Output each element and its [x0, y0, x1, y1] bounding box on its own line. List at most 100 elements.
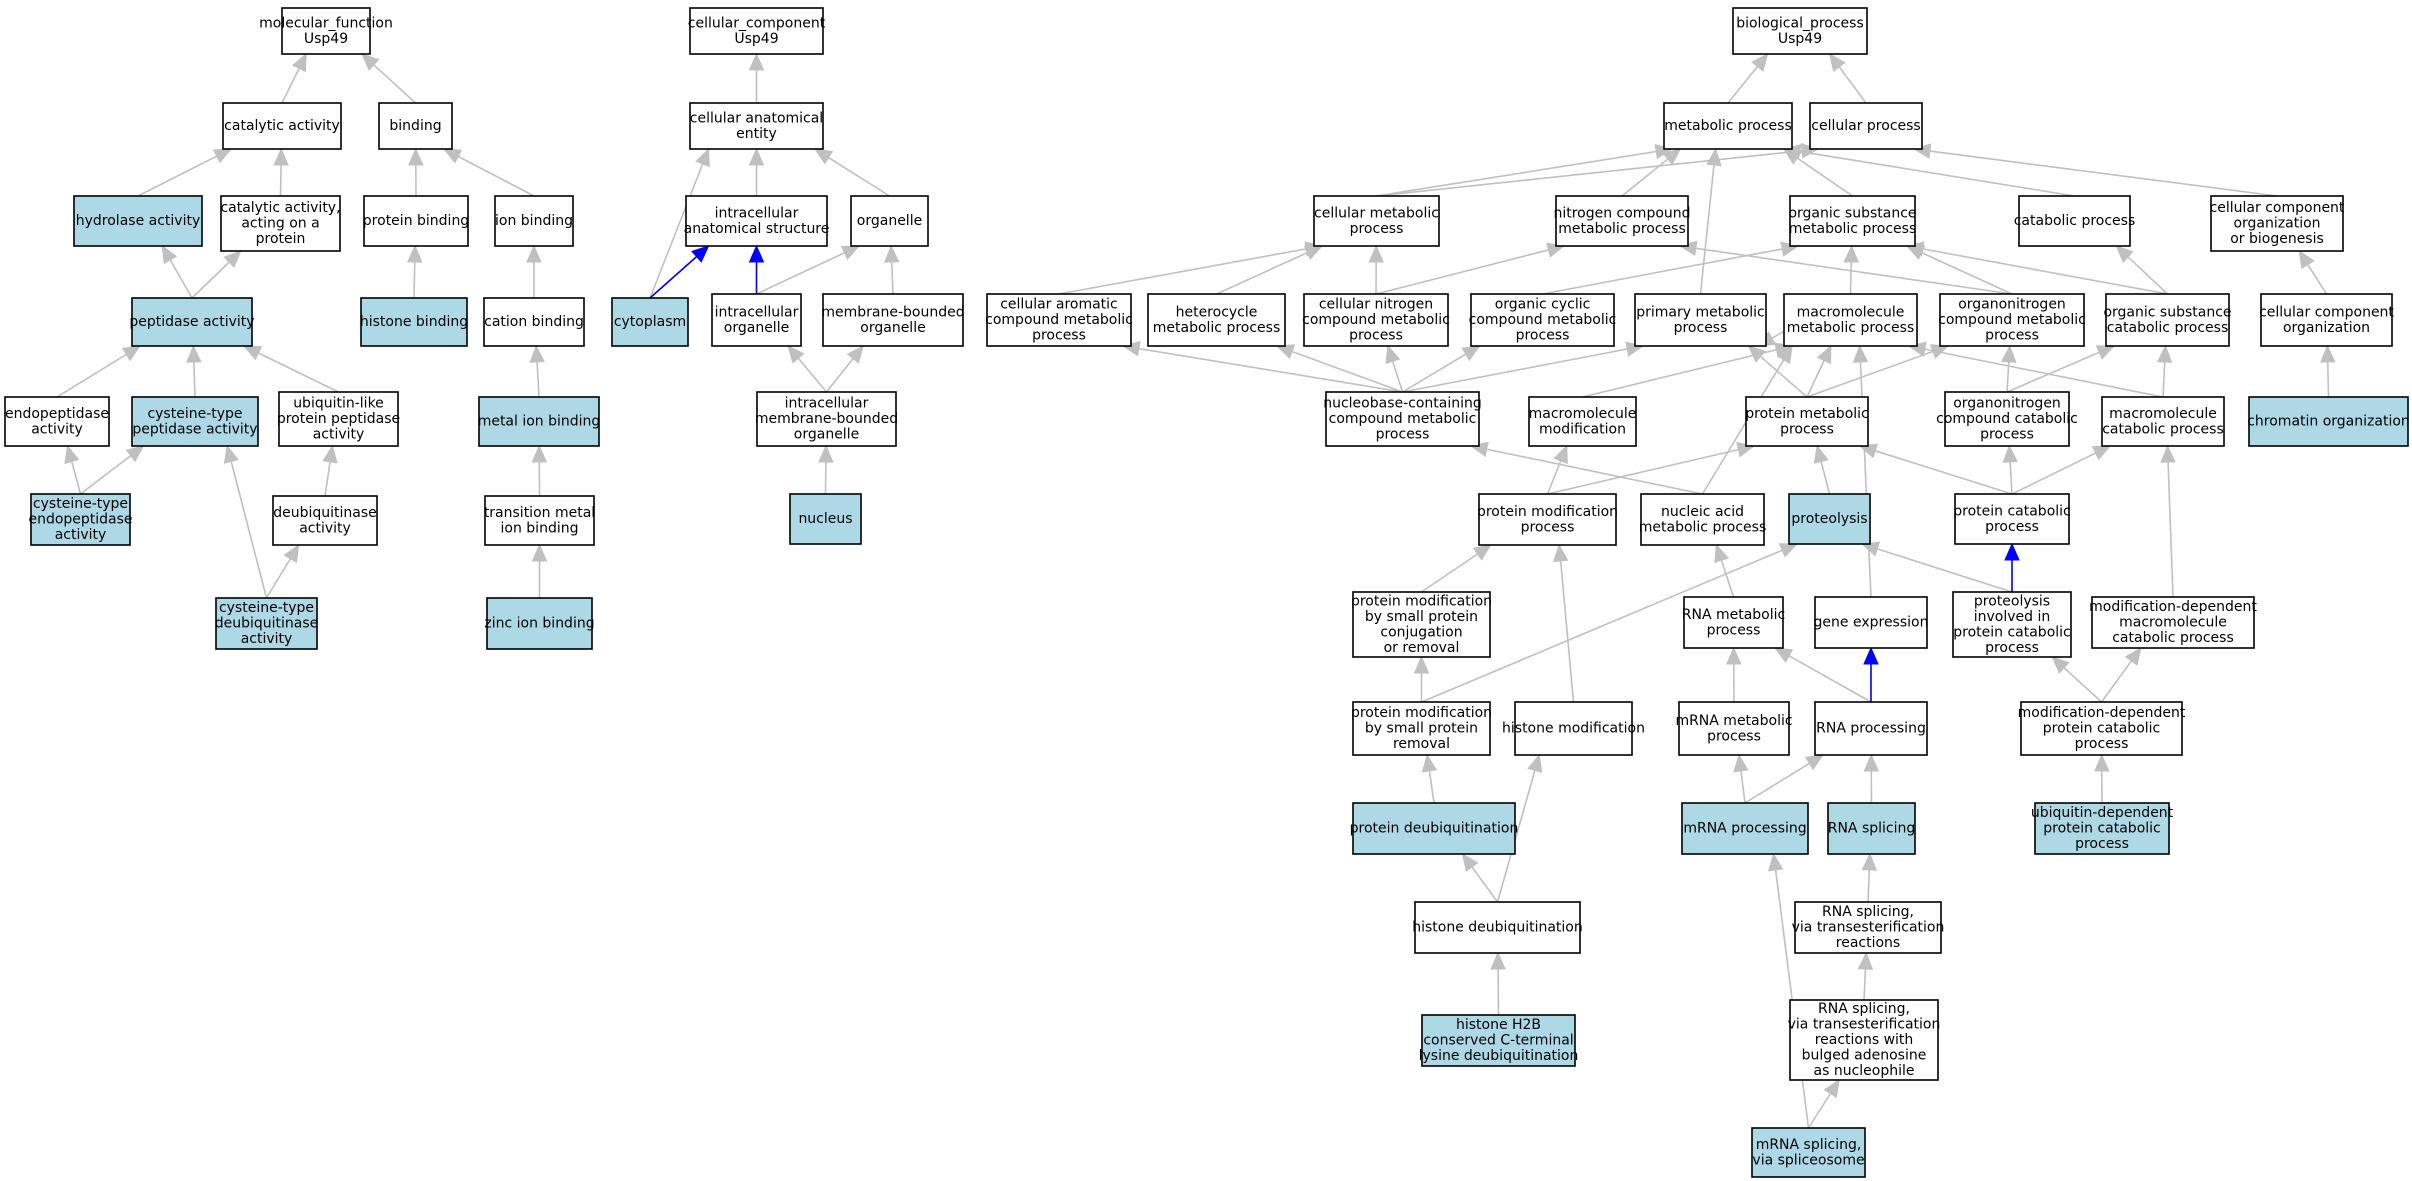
- edge-line: [1496, 770, 1536, 903]
- edge-is-a: [818, 444, 834, 495]
- term-box: [1514, 701, 1633, 756]
- edge-is-a: [1726, 646, 1742, 703]
- term-label: process: [1376, 427, 1430, 443]
- term-label: chromatin organization: [2247, 414, 2410, 430]
- edge-line: [1695, 247, 2013, 295]
- term-label: intracellular: [715, 304, 799, 320]
- term-label: protein catabolic: [2043, 821, 2161, 837]
- go-term-metal-ion: metal ion binding: [478, 396, 601, 447]
- term-label: metal ion binding: [478, 414, 601, 430]
- term-box: [689, 102, 824, 150]
- term-label: protein deubiquitination: [1350, 821, 1519, 837]
- edge-line: [1486, 448, 1703, 495]
- term-label: reactions: [1836, 935, 1900, 951]
- arrowhead: [818, 444, 834, 463]
- arrowhead: [1490, 951, 1506, 970]
- arrowhead: [121, 345, 142, 362]
- term-label: compound metabolic: [1329, 411, 1477, 427]
- term-box: [2248, 396, 2409, 447]
- arrowhead: [2051, 656, 2070, 674]
- go-term-mod-dep-macro: modification-dependentmacromoleculecatab…: [2089, 596, 2257, 649]
- edge-is-a: [1744, 754, 1825, 804]
- arrowhead: [1778, 543, 1799, 558]
- arrowhead: [1828, 52, 1846, 72]
- edge-is-a: [2051, 656, 2103, 703]
- arrowhead: [406, 244, 423, 263]
- edge-line: [1720, 559, 1735, 598]
- term-label: modification: [1539, 421, 1626, 437]
- term-label: Usp49: [734, 31, 778, 47]
- edge-is-a: [223, 444, 268, 599]
- term-label: Usp49: [1778, 31, 1822, 47]
- term-box: [1414, 901, 1581, 954]
- term-label: cellular metabolic: [1314, 205, 1439, 221]
- term-label: process: [1780, 421, 1834, 437]
- go-term-histone-deubiq: histone deubiquitination: [1412, 901, 1583, 954]
- edge-is-a: [137, 148, 233, 197]
- term-label: cytoplasm: [614, 314, 686, 330]
- edge-is-a: [2094, 753, 2110, 804]
- arrowhead: [223, 250, 242, 269]
- term-box: [2034, 802, 2170, 855]
- term-label: membrane-bounded: [755, 411, 898, 427]
- term-label: activity: [241, 631, 293, 647]
- edge-line: [2326, 361, 2330, 398]
- edge-line: [1471, 866, 1499, 903]
- term-label: protein binding: [363, 213, 469, 229]
- term-label: process: [2075, 836, 2129, 852]
- arrowhead: [1767, 852, 1784, 872]
- term-label: entity: [736, 126, 777, 142]
- edge-line: [2167, 461, 2174, 598]
- term-label: metabolic process: [1558, 221, 1686, 237]
- go-term-mrna-proc: mRNA processing: [1681, 802, 1809, 855]
- term-label: lysine deubiquitination: [1419, 1048, 1579, 1064]
- term-label: proteolysis: [1974, 593, 2050, 609]
- edge-is-a: [526, 244, 542, 298]
- arrowhead: [1413, 655, 1430, 674]
- term-box: [2260, 293, 2393, 347]
- term-label: RNA splicing,: [1822, 904, 1914, 920]
- term-label: macromolecule: [2119, 615, 2227, 631]
- edge-part-of: [1863, 646, 1879, 702]
- term-box: [494, 195, 574, 247]
- go-term-chromatin: chromatin organization: [2247, 396, 2410, 447]
- edge-is-a: [748, 52, 765, 103]
- arrowhead: [787, 345, 805, 364]
- term-label: compound metabolic: [1469, 312, 1617, 328]
- arrowhead: [1527, 753, 1543, 773]
- term-label: catabolic process: [2102, 421, 2224, 437]
- edge-is-a: [1546, 444, 1568, 495]
- term-label: ion binding: [501, 520, 579, 536]
- term-box: [1678, 701, 1790, 756]
- go-term-mrna-spl: mRNA splicing,via spliceosome: [1751, 1127, 1866, 1178]
- edge-line: [2006, 351, 2100, 393]
- term-label: primary metabolic: [1636, 304, 1765, 320]
- term-label: organic cyclic: [1495, 297, 1591, 313]
- edge-line: [1542, 248, 1783, 295]
- edge-line: [193, 361, 196, 398]
- term-label: membrane-bounded: [821, 304, 964, 320]
- arrowhead: [748, 52, 765, 71]
- term-box: [1147, 293, 1286, 347]
- term-box: [478, 396, 600, 447]
- term-box: [1352, 591, 1491, 658]
- edge-line: [1740, 770, 1746, 804]
- term-label: ubiquitin-dependent: [2031, 805, 2174, 821]
- go-term-nucleus: nucleus: [789, 493, 862, 545]
- term-box: [363, 195, 469, 247]
- term-label: RNA splicing: [1828, 821, 1916, 837]
- term-label: modification-dependent: [2018, 705, 2186, 721]
- edge-is-a: [1767, 852, 1810, 1129]
- term-box: [611, 297, 689, 347]
- term-box: [1634, 293, 1767, 347]
